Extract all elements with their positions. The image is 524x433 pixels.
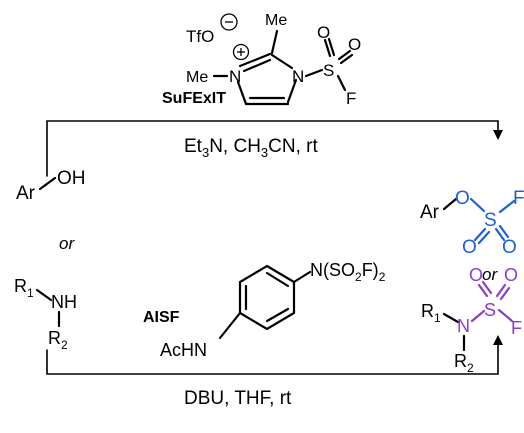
- bis-sulfonyl-group-label: N(SO2F)2: [310, 260, 386, 284]
- r1-n-bond: [35, 288, 53, 302]
- counterion-label: TfO: [186, 27, 214, 46]
- nitrogen-3-label: N: [292, 67, 304, 86]
- aryl-oxygen-bond: [38, 176, 57, 191]
- oxygen-1-label: O: [317, 23, 330, 42]
- s-o2-bond: [337, 49, 352, 61]
- methyl-top-label: Me: [265, 12, 287, 29]
- n-s-bond: [304, 68, 324, 78]
- product-sulfamoyl-fluorine-label: F: [511, 318, 522, 338]
- sufexit-structure: TfO Me N Me N S O O F SuFEx: [162, 12, 361, 108]
- aisf-name: AISF: [143, 309, 180, 326]
- acetamido-label: AcHN: [160, 340, 207, 360]
- phenol-substrate: Ar OH: [16, 168, 86, 204]
- ring-bond-c5-n1: [236, 80, 248, 106]
- nitrogen-1-label: N: [229, 67, 241, 86]
- methyl-top-bond: [270, 29, 279, 55]
- product-oxygen-1-label: O: [462, 237, 477, 258]
- product-sulfamoyl-sulfur-label: S: [484, 300, 496, 320]
- s-f-bond: [336, 74, 347, 92]
- bottom-conditions-text: DBU, THF, rt: [184, 388, 292, 409]
- or-separator-right: or: [482, 265, 498, 284]
- fluorosulfate-product: Ar O S F O O: [420, 188, 524, 258]
- product-sulfamoyl-oxygen-1-label: O: [469, 265, 483, 285]
- product-r1-label: R1: [421, 301, 441, 325]
- amine-nh-label: NH: [51, 292, 77, 312]
- methyl-left-label: Me: [186, 69, 208, 86]
- minus-charge-icon: [220, 13, 238, 31]
- fluorine-label: F: [346, 89, 356, 108]
- ring-bond-n1-c2-double: [242, 58, 272, 73]
- product-oxygen-2-label: O: [502, 237, 517, 258]
- ring-nh-bond: [218, 311, 242, 340]
- product-sulfamoyl-oxygen-2-label: O: [504, 265, 518, 285]
- ring-bond-n1-c2: [238, 52, 272, 68]
- ring-n-bond: [292, 270, 312, 284]
- plus-charge-icon: [232, 43, 250, 61]
- bottom-bracket-arrow: [46, 335, 503, 375]
- r1-label: R1: [14, 276, 34, 300]
- r2-label: R2: [48, 328, 68, 352]
- amine-substrate: R1 NH R2: [14, 276, 77, 352]
- sulfamoyl-fluoride-product: R1 N R2 S O O F: [421, 265, 522, 375]
- oxygen-2-label: O: [348, 35, 361, 54]
- ring-bond-c2-n3: [270, 53, 294, 70]
- product-aryl-label: Ar: [420, 202, 440, 223]
- aisf-structure: AISF N(SO2F)2 AcHN: [143, 260, 386, 360]
- top-bracket-arrow: [46, 120, 503, 177]
- aryl-label: Ar: [16, 183, 36, 204]
- product-r2-label: R2: [454, 351, 474, 375]
- or-separator-left: or: [59, 234, 75, 253]
- product-fluorine-label: F: [513, 188, 524, 209]
- s-o1-bond: [323, 38, 332, 58]
- sulfur-label: S: [323, 61, 334, 80]
- product-ether-oxygen-label: O: [455, 188, 470, 209]
- hydroxyl-label: OH: [57, 168, 86, 189]
- top-conditions-text: Et3N, CH3CN, rt: [184, 136, 318, 160]
- sufexit-name: SuFExIT: [162, 90, 226, 107]
- product-nitrogen-label: N: [457, 316, 470, 336]
- benzene-ring: [238, 264, 296, 331]
- product-sulfur-label: S: [484, 210, 497, 231]
- ring-bond-n3-c4: [286, 78, 298, 104]
